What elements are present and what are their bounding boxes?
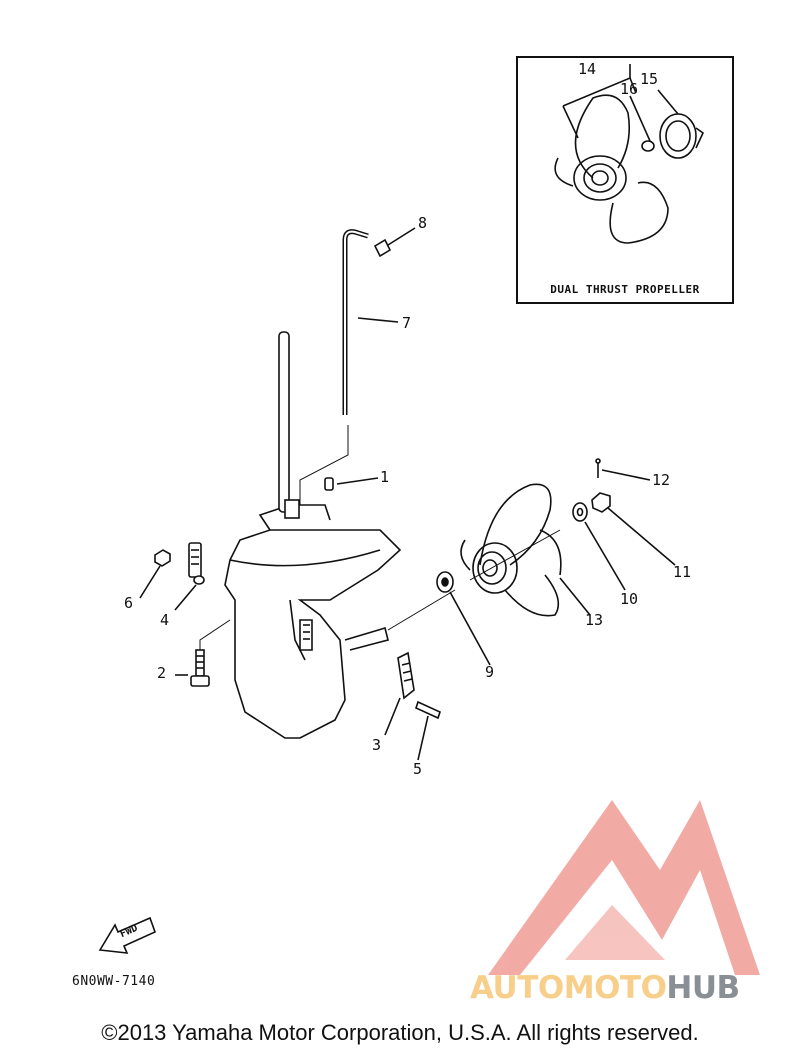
anode-lower [384, 651, 415, 736]
callout-13: 13 [585, 611, 604, 629]
callout-10: 10 [620, 590, 639, 608]
thrust-washer [436, 571, 491, 666]
screw [415, 700, 441, 761]
lower-unit-housing [224, 504, 402, 739]
part-code: 6N0WW-7140 [72, 974, 156, 989]
callout-3: 3 [372, 736, 382, 754]
callout-5: 5 [413, 760, 423, 778]
anode-upper [174, 542, 205, 611]
watermark-part2: MOTO [563, 970, 667, 1006]
callout-14: 14 [578, 60, 597, 78]
cotter-pin [595, 458, 651, 481]
copyright-notice: ©2013 Yamaha Motor Corporation, U.S.A. A… [101, 1020, 699, 1045]
callout-1: 1 [380, 468, 390, 486]
dual-thrust-propeller-inset: DUAL THRUST PROPELLER [516, 56, 734, 304]
propeller-shaft [387, 529, 561, 631]
callout-4: 4 [160, 611, 170, 629]
watermark-text: AUTOMOTOHUB [470, 970, 740, 1006]
drive-shaft [278, 331, 300, 519]
fwd-arrow [98, 916, 157, 954]
callout-15: 15 [640, 70, 659, 88]
dowel-pin [324, 477, 379, 491]
callout-6: 6 [124, 594, 134, 612]
nut [591, 492, 676, 566]
nut-small [139, 549, 171, 599]
washer [572, 502, 626, 591]
watermark-part3: HUB [666, 970, 740, 1006]
callout-8: 8 [418, 214, 428, 232]
callout-12: 12 [652, 471, 671, 489]
inset-caption: DUAL THRUST PROPELLER [550, 283, 700, 296]
water-tube [299, 229, 369, 505]
callout-16: 16 [620, 80, 639, 98]
propeller [460, 483, 562, 617]
grommet [373, 227, 416, 258]
watermark-part1: AUTO [470, 970, 564, 1006]
callout-11: 11 [673, 563, 692, 581]
inset-drawing [554, 64, 705, 244]
callout-7: 7 [402, 314, 412, 332]
callout-9: 9 [485, 663, 495, 681]
bolt [175, 619, 231, 687]
callout-2: 2 [157, 664, 167, 682]
